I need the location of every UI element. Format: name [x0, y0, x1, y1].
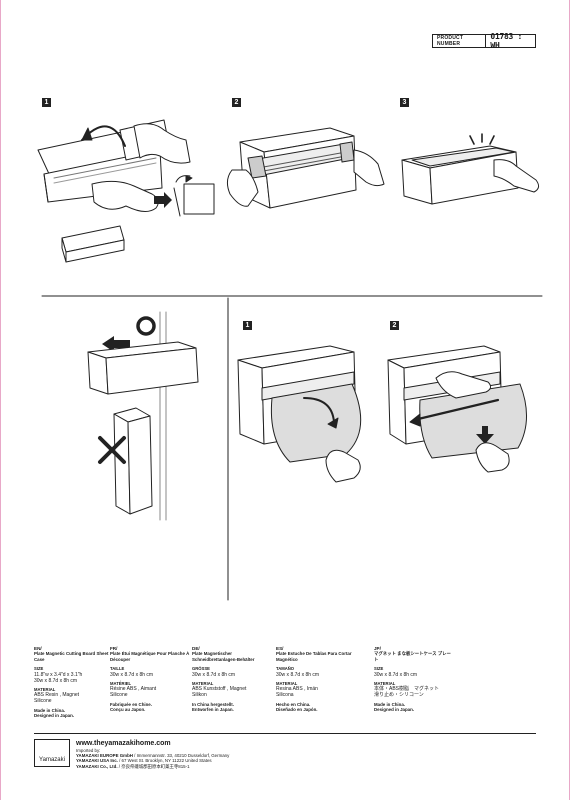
material-value: ABS Kunststoff , Magnet: [192, 686, 247, 693]
designed-in: Conçu au Japon.: [110, 707, 146, 713]
size-label: SIZE: [374, 666, 384, 672]
material-label: MATERIAL: [192, 680, 214, 686]
size-label: GRÖSSE: [192, 666, 210, 672]
material-value: ABS Resin , Magnet: [34, 692, 80, 699]
imported-by: Imported by:: [76, 748, 101, 753]
language-column-1: FR/Plate Étui Magnétique Pour Planche À …: [110, 646, 190, 713]
designed-in: Diseñado en Japón.: [276, 707, 318, 713]
material-value: Resina ABS , Imán: [276, 686, 318, 693]
material-label: MATERIAL: [374, 680, 396, 686]
brand-logo: Yamazaki: [34, 739, 70, 767]
brand-name: Yamazaki: [39, 757, 65, 763]
size-label: TAILLE: [110, 666, 125, 672]
product-name: Plate Magnetic Cutting Board Sheet Case: [34, 651, 109, 662]
step-badge-1: 1: [42, 98, 51, 107]
material-value-2: 滑り止め・シリコーン: [374, 692, 424, 699]
website-url[interactable]: www.theyamazakihome.com: [76, 740, 171, 747]
lang-code: EN/: [34, 646, 42, 651]
step1-case-illustration: [37, 119, 215, 263]
size-value-2: 30w x 8.7d x 8h cm: [34, 677, 78, 684]
mounting-illustration: [87, 311, 199, 521]
footer-rule: [34, 733, 536, 734]
size-value: 11.8"w x 3.4"d x 3.1"h: [34, 671, 83, 678]
sheet-pull-illustration-2: [387, 345, 528, 473]
importer-eu: YAMAZAKI EUROPE GmbH / Immermannstr. 33,…: [76, 753, 230, 759]
made-in: Made in China.: [34, 708, 65, 714]
product-number-label: PRODUCT NUMBER: [433, 35, 487, 47]
footer-info: www.theyamazakihome.com Imported by: YAM…: [76, 739, 229, 769]
material-value-2: Silicone: [110, 692, 128, 699]
step-badge-3: 3: [400, 98, 409, 107]
step-badge-b2: 2: [390, 321, 399, 330]
importer-us: YAMAZAKI USA Inc. / 67 West St. Brooklyn…: [76, 758, 212, 764]
made-in: Hecho en China.: [276, 702, 311, 708]
lang-code: FR/: [110, 646, 118, 651]
designed-in: Entworfen in Japan.: [192, 707, 234, 713]
step3-case-illustration: [401, 133, 540, 205]
product-name: Plate Estuche De Tablas Para Cortar Magn…: [276, 651, 352, 662]
lang-code: JP/: [374, 646, 381, 651]
material-value-2: Silicone: [34, 698, 52, 705]
step-badge-b1: 1: [243, 321, 252, 330]
language-column-2: DE/Plate Magnetischer Schneidbrettanlage…: [192, 646, 272, 713]
size-value: 30w x 8.7d x 8h cm: [192, 671, 236, 678]
lang-code: ES/: [276, 646, 284, 651]
product-number-code: 01783 : WH: [490, 32, 523, 50]
designed-in: Designed in Japan.: [374, 707, 415, 713]
product-name: マグネット まな板シートケース プレート: [374, 651, 451, 662]
made-in: Made in China.: [374, 702, 405, 708]
language-column-0: EN/Plate Magnetic Cutting Board Sheet Ca…: [34, 646, 114, 719]
made-in: Fabriquée en Chine.: [110, 702, 152, 708]
product-number-box: PRODUCT NUMBER 01783 : WH: [432, 32, 536, 50]
size-value: 30w x 8.7d x 8h cm: [374, 671, 418, 678]
instruction-illustrations: [37, 119, 543, 601]
material-value: Résine ABS , Aimant: [110, 686, 157, 693]
material-value-2: Silicona: [276, 692, 294, 699]
material-value: 本体・ABS樹脂 マグネット: [374, 686, 440, 693]
size-value: 30w x 8.7d x 8h cm: [110, 671, 154, 678]
material-label: MATERIAL: [276, 680, 298, 686]
page-edge-left: [0, 0, 1, 800]
product-name: Plate Magnetischer Schneidbrettanlagen-B…: [192, 651, 255, 662]
material-label: MATERIAL: [34, 686, 56, 692]
made-in: In China hergestellt.: [192, 702, 234, 708]
language-column-3: ES/Plate Estuche De Tablas Para Cortar M…: [276, 646, 356, 713]
size-label: TAMAÑO: [276, 666, 295, 672]
step-badge-2: 2: [232, 98, 241, 107]
designed-in: Designed in Japan.: [34, 713, 75, 719]
size-label: SIZE: [34, 666, 44, 672]
material-value-2: Silikon: [192, 692, 207, 699]
product-name: Plate Étui Magnétique Pour Planche À Déc…: [110, 651, 190, 662]
size-value: 30w x 8.7d x 8h cm: [276, 671, 320, 678]
material-label: MATÉRIEL: [110, 680, 132, 686]
sheet-pull-illustration-1: [237, 345, 362, 483]
manufacturer-jp: YAMAZAKI Co., Ltd. / 奈良県磯城郡田原本町薬王寺815-1: [76, 763, 190, 769]
step2-case-illustration: [226, 127, 385, 209]
lang-code: DE/: [192, 646, 200, 651]
